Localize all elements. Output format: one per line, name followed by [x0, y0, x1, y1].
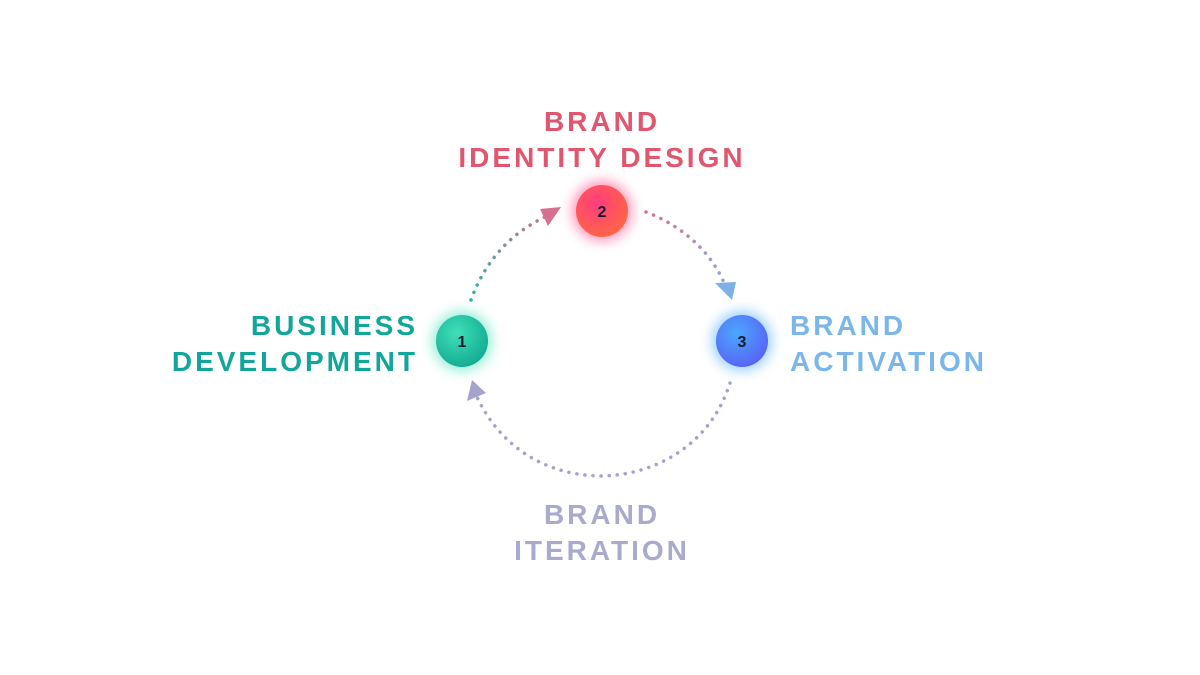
arrowhead-3-to-1 — [467, 380, 486, 401]
stage-label-1-line1: BUSINESS — [250, 310, 418, 341]
stage-label-3-line2: ACTIVATION — [790, 346, 987, 377]
node-circle-3 — [716, 315, 768, 367]
stage-label-3: BRAND ACTIVATION — [790, 308, 987, 380]
node-circle-2 — [576, 185, 628, 237]
iteration-label-line1: BRAND — [543, 499, 661, 530]
connector-1-to-2 — [469, 212, 554, 302]
iteration-label-line2: ITERATION — [514, 535, 690, 566]
stage-node-2[interactable]: 2 — [572, 181, 632, 241]
stage-label-2-line2: IDENTITY DESIGN — [458, 142, 746, 173]
stage-label-2-line1: BRAND — [543, 106, 661, 137]
stage-node-3[interactable]: 3 — [712, 311, 772, 371]
stage-label-1-line2: DEVELOPMENT — [171, 346, 418, 377]
stage-label-3-line1: BRAND — [790, 310, 907, 341]
stage-label-2: BRAND IDENTITY DESIGN — [402, 104, 802, 176]
node-number-2: 2 — [598, 204, 607, 221]
arrowhead-2-to-3 — [715, 282, 736, 300]
node-number-3: 3 — [738, 334, 747, 351]
node-number-1: 1 — [458, 334, 467, 351]
connector-2-to-3 — [644, 210, 727, 287]
stage-label-1: BUSINESS DEVELOPMENT — [172, 308, 418, 380]
iteration-label: BRAND ITERATION — [402, 497, 802, 569]
stage-node-1[interactable]: 1 — [432, 311, 492, 371]
connector-3-to-1-iteration — [475, 381, 732, 478]
node-circle-1 — [436, 315, 488, 367]
arrowhead-1-to-2 — [540, 207, 561, 226]
